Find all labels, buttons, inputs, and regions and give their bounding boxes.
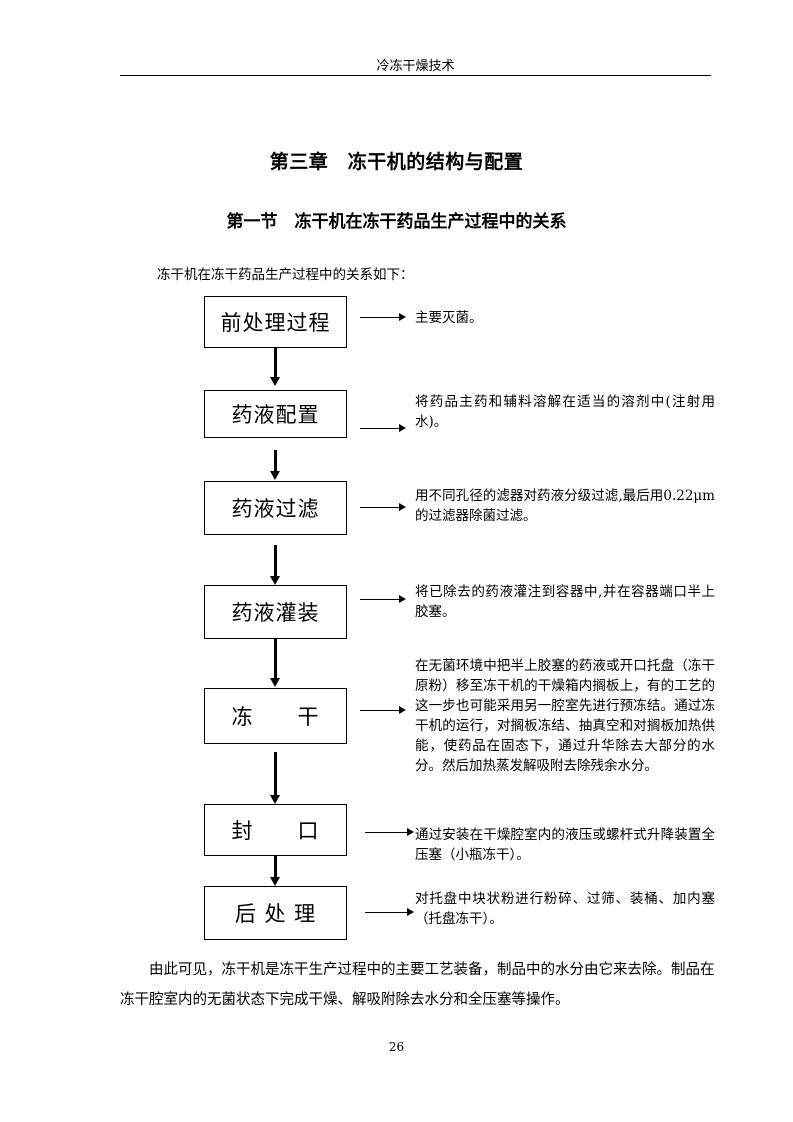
flow-arrow-6: [270, 856, 280, 886]
flow-arrow-2: [270, 450, 280, 480]
flow-arrow-1: [270, 348, 280, 386]
step-box-solution-prep: 药液配置: [204, 390, 347, 438]
step-box-freeze-drying: 冻 干: [204, 688, 347, 744]
step-desc-filling: 将已除去的药液灌注到容器中,并在容器端口半上胶塞。: [415, 584, 715, 620]
intro-text: 冻干机在冻干药品生产过程中的关系如下：: [157, 267, 414, 283]
step-desc-sealing: 通过安装在干燥腔室内的液压或螺杆式升降装置全压塞（小瓶冻干）。: [415, 827, 715, 863]
section-title: 第一节 冻干机在冻干药品生产过程中的关系: [226, 212, 567, 232]
flow-arrow-4: [270, 639, 280, 687]
desc-arrow-2: [360, 424, 406, 432]
page-number: 26: [388, 1040, 405, 1054]
flow-arrow-3: [270, 545, 280, 585]
running-header: 冷冻干燥技术: [376, 59, 455, 74]
step-desc-solution-prep: 将药品主药和辅料溶解在适当的溶剂中(注射用水)。: [415, 394, 715, 430]
step-box-filtration: 药液过滤: [204, 481, 347, 535]
flow-arrow-5: [270, 752, 280, 804]
step-desc-freeze-drying: 在无菌环境中把半上胶塞的药液或开口托盘（冻干原粉）移至冻干机的干燥箱内搁板上，有…: [415, 658, 715, 774]
desc-arrow-7: [365, 908, 414, 916]
desc-arrow-6: [365, 828, 414, 836]
desc-arrow-1: [360, 313, 406, 321]
header-rule: [120, 75, 711, 76]
desc-arrow-3: [360, 503, 406, 511]
desc-arrow-5: [360, 706, 406, 714]
step-desc-post-processing: 对托盘中块状粉进行粉碎、过筛、装桶、加内塞（托盘冻干）。: [415, 891, 715, 927]
conclusion-paragraph: 由此可见，冻干机是冻干生产过程中的主要工艺装备，制品中的水分由它来去除。制品在冻…: [120, 962, 715, 1008]
step-box-post-processing: 后 处 理: [204, 886, 347, 940]
step-box-pretreatment: 前处理过程: [204, 296, 347, 348]
step-box-sealing: 封 口: [204, 804, 347, 856]
desc-arrow-4: [360, 595, 406, 603]
step-desc-pretreatment: 主要灭菌。: [415, 310, 483, 326]
chapter-title: 第三章 冻干机的结构与配置: [269, 151, 524, 173]
step-desc-filtration: 用不同孔径的滤器对药液分级过滤,最后用0.22μm的过滤器除菌过滤。: [415, 488, 715, 524]
step-box-filling: 药液灌装: [204, 585, 347, 639]
